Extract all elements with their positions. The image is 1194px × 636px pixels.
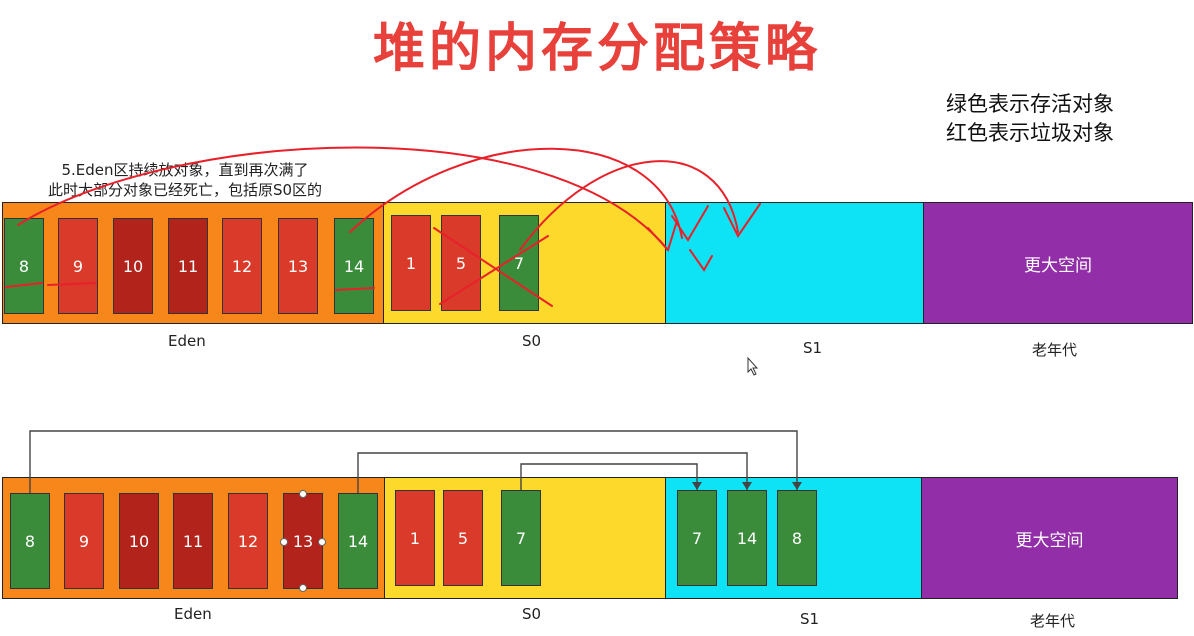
cross-mark bbox=[433, 227, 553, 307]
bottom-s1-obj-8: 8 bbox=[777, 490, 817, 586]
connector-8 bbox=[29, 430, 798, 493]
step5-line1: 5.Eden区持续放对象，直到再次满了 bbox=[61, 161, 309, 179]
top-eden-obj-8: 8 bbox=[4, 218, 44, 314]
mark-line bbox=[47, 282, 97, 286]
arrow-head bbox=[723, 203, 761, 238]
arrow-head bbox=[692, 482, 702, 490]
selection-handle[interactable] bbox=[280, 538, 288, 546]
top-eden-obj-14: 14 bbox=[334, 218, 374, 314]
top-old-region: 更大空间 bbox=[923, 202, 1193, 324]
selection-handle[interactable] bbox=[318, 538, 326, 546]
top-eden-obj-13: 13 bbox=[278, 218, 318, 314]
top-s0-obj-1: 1 bbox=[391, 215, 431, 311]
page-title: 堆的内存分配策略 bbox=[372, 19, 821, 79]
arrow-head bbox=[689, 249, 713, 272]
bottom-s1-obj-7: 7 bbox=[677, 490, 717, 586]
top-eden-obj-10: 10 bbox=[113, 218, 153, 314]
red-annotations bbox=[5, 146, 761, 307]
legend: 绿色表示存活对象 红色表示垃圾对象 bbox=[946, 90, 1114, 148]
arc-arrow bbox=[519, 160, 739, 251]
bottom-old-region: 更大空间 bbox=[921, 477, 1178, 599]
bottom-s0-obj-1: 1 bbox=[395, 490, 435, 586]
mark-line bbox=[335, 287, 375, 291]
legend-live: 绿色表示存活对象 bbox=[946, 92, 1114, 116]
mark-line bbox=[5, 282, 43, 288]
top-old-label: 老年代 bbox=[1032, 341, 1078, 359]
top-old-inner-label: 更大空间 bbox=[1024, 255, 1092, 276]
bottom-s0-obj-7: 7 bbox=[501, 490, 541, 586]
top-s0-obj-5: 5 bbox=[441, 215, 481, 311]
arrow-head bbox=[792, 482, 802, 490]
cross-mark bbox=[439, 235, 549, 305]
arrow-head bbox=[742, 482, 752, 490]
arc-arrow bbox=[349, 147, 683, 239]
move-connectors bbox=[29, 430, 798, 493]
step5-line2: 此时大部分对象已经死亡，包括原S0区的 bbox=[47, 181, 323, 199]
top-eden-label: Eden bbox=[168, 332, 206, 350]
arrow-head bbox=[647, 223, 677, 252]
selection-handle[interactable] bbox=[299, 490, 307, 498]
bottom-eden-obj-14: 14 bbox=[338, 493, 378, 589]
step5-note: 5.Eden区持续放对象，直到再次满了 此时大部分对象已经死亡，包括原S0区的 bbox=[0, 160, 370, 200]
selection-handle[interactable] bbox=[299, 584, 307, 592]
bottom-old-inner-label: 更大空间 bbox=[1015, 530, 1084, 551]
arc-arrow bbox=[17, 146, 669, 251]
connector-arrowheads bbox=[692, 482, 802, 490]
bottom-eden-obj-10: 10 bbox=[119, 493, 159, 589]
top-s0-label: S0 bbox=[522, 332, 542, 350]
bottom-eden-obj-11: 11 bbox=[173, 493, 213, 589]
bottom-eden-obj-12: 12 bbox=[228, 493, 268, 589]
top-s0-obj-7: 7 bbox=[499, 215, 539, 311]
connector-14 bbox=[357, 452, 748, 493]
bottom-eden-obj-9: 9 bbox=[64, 493, 104, 589]
connector-7 bbox=[520, 463, 698, 490]
arrow-head bbox=[671, 205, 709, 242]
top-eden-obj-9: 9 bbox=[58, 218, 98, 314]
bottom-s0-obj-5: 5 bbox=[443, 490, 483, 586]
bottom-old-label: 老年代 bbox=[1030, 612, 1076, 630]
mouse-cursor-icon bbox=[747, 356, 759, 376]
bottom-s0-label: S0 bbox=[522, 605, 542, 623]
bottom-eden-obj-8: 8 bbox=[10, 493, 50, 589]
bottom-s1-label: S1 bbox=[800, 610, 820, 628]
top-eden-obj-12: 12 bbox=[222, 218, 262, 314]
bottom-s1-obj-14: 14 bbox=[727, 490, 767, 586]
top-s1-label: S1 bbox=[803, 339, 823, 357]
top-eden-obj-11: 11 bbox=[168, 218, 208, 314]
bottom-eden-label: Eden bbox=[174, 605, 212, 623]
legend-garbage: 红色表示垃圾对象 bbox=[946, 121, 1114, 145]
